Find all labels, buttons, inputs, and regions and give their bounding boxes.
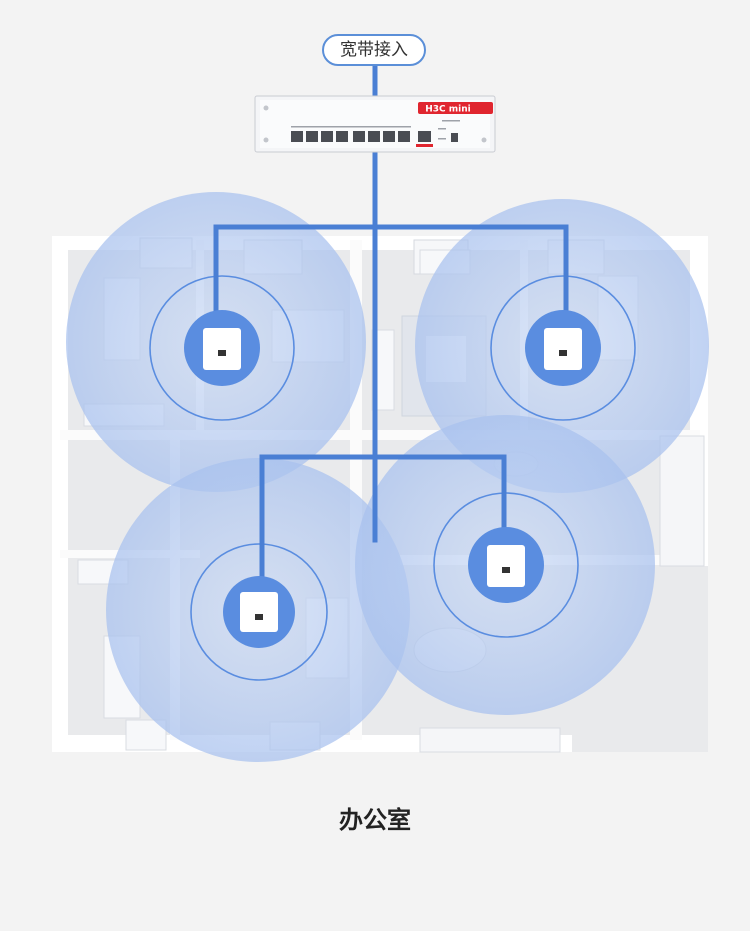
router-brand-label: H3C mini	[425, 105, 471, 115]
router-brand-badge	[418, 102, 493, 114]
access-point-bottom-left	[223, 576, 295, 648]
access-point-bottom-right	[468, 527, 544, 603]
access-point-top-left	[184, 310, 260, 386]
router: H3C mini	[254, 95, 496, 153]
diagram-caption: 办公室	[339, 806, 411, 834]
ethernet-ports	[291, 131, 458, 142]
access-point-top-right	[525, 310, 601, 386]
cable-links	[213, 63, 569, 597]
broadband-access-label: 宽带接入	[322, 34, 426, 66]
